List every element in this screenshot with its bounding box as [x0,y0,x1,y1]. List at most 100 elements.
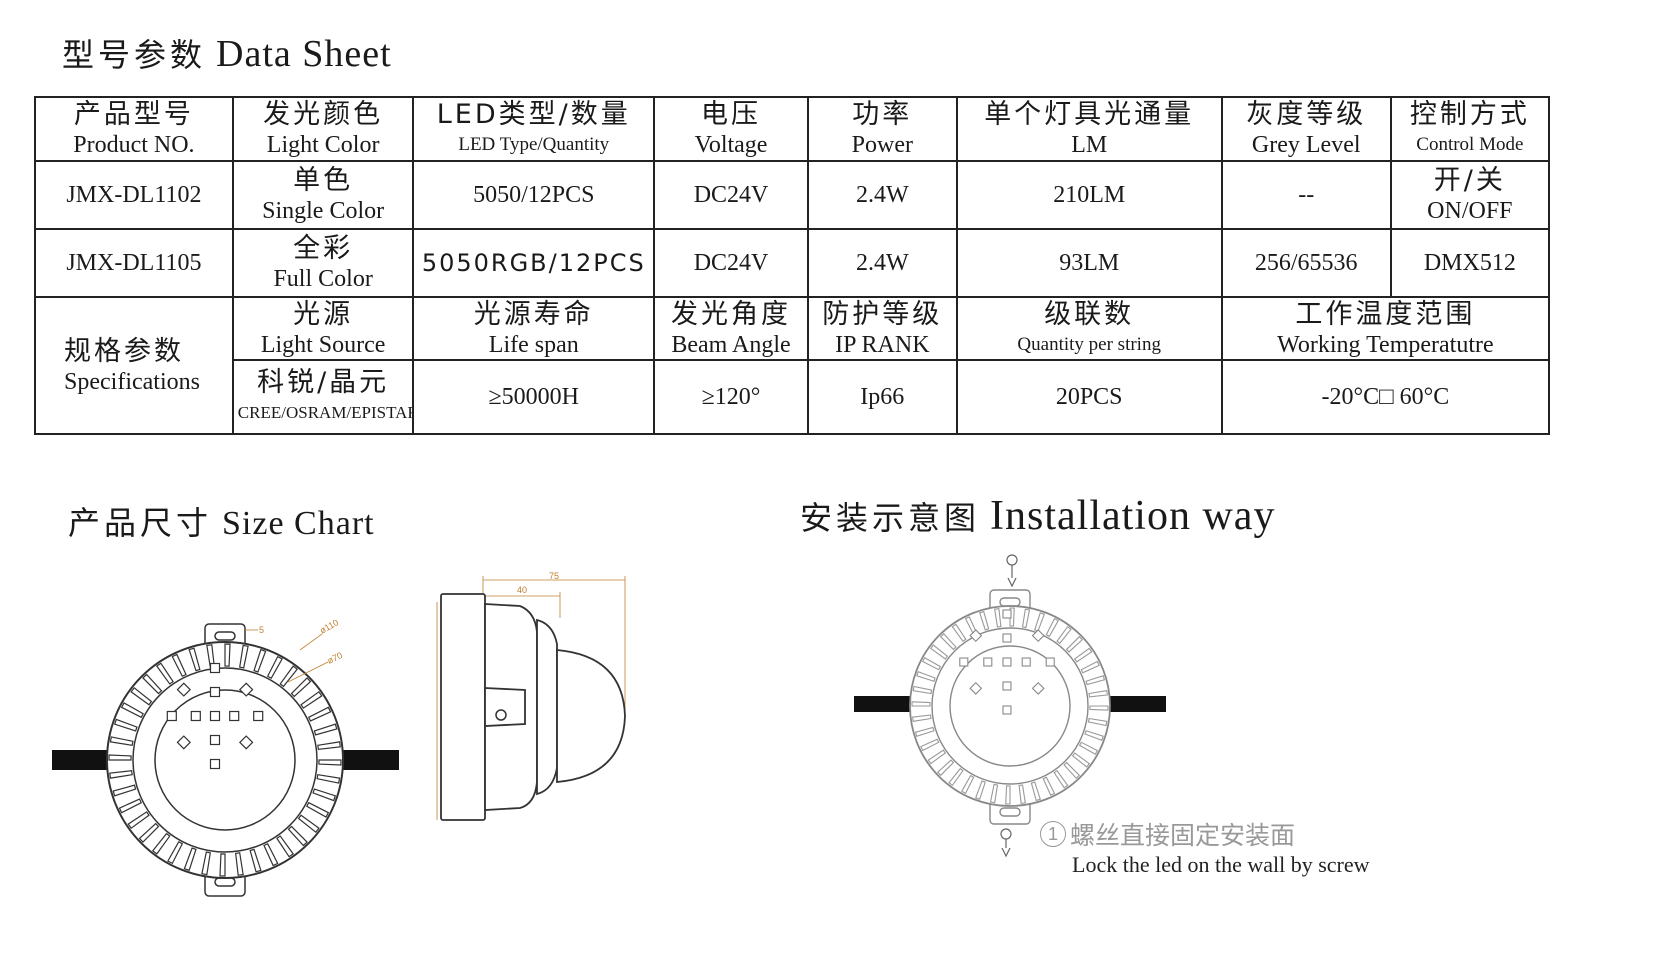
led-chip [969,629,983,643]
fin [142,673,163,695]
spec-beam-angle: ≥120° [653,359,809,435]
installation-step-en: Lock the led on the wall by screw [1072,852,1370,877]
led-chip [238,682,254,697]
fin [130,686,153,706]
led-chip [1002,705,1012,715]
fin [316,774,341,784]
datasheet-title-zh: 型号参数 [62,36,207,74]
cable-right [335,750,399,770]
dim-w40: 40 [517,585,527,595]
row2-model: JMX-DL1105 [34,228,234,298]
fin [1005,785,1011,805]
led-chip [1031,681,1045,695]
fin [1078,741,1099,755]
fin [253,648,267,673]
fin [312,788,337,802]
row1-power: 2.4W [807,160,958,230]
led-chip [1002,681,1012,691]
screw-icon-bottom [1000,828,1012,858]
row2-power: 2.4W [807,228,958,298]
fin [109,770,133,779]
fin [118,798,143,814]
led-chip [209,662,221,674]
installation-title-en: Installation way [990,493,1276,539]
led-chip [176,735,192,750]
fin [1071,752,1091,768]
installation-title-zh: 安装示意图 [800,499,981,537]
fin [113,718,138,732]
fin [167,841,184,865]
led-chip [209,710,221,722]
cable-left [854,696,912,712]
led-chip [166,710,177,722]
led-chips [166,662,264,770]
row1-grey: -- [1220,160,1392,230]
fin [155,662,174,685]
fin [219,853,226,877]
fin [138,822,160,843]
led-chip [209,686,221,698]
fin [920,738,940,752]
spec-ip-rank: Ip66 [807,359,958,435]
fin [961,774,975,795]
step-number-badge: 1 [1040,821,1066,847]
row1-voltage: DC24V [653,160,809,230]
fin [979,610,990,631]
size-chart-title-en: Size Chart [222,505,375,542]
led-chip [1045,657,1055,667]
fin [224,643,231,667]
row2-led: 5050RGB/12PCS [412,228,656,298]
fin [318,759,342,766]
fin [266,655,283,679]
fin [989,783,999,804]
installation-drawing [854,554,1166,858]
fin [235,852,244,876]
fin [1018,784,1026,804]
front-view-drawing: 5 ø110 ø70 [52,620,399,897]
fin [120,702,144,719]
led-chip [229,710,240,722]
fin [1073,647,1093,663]
fin [929,644,949,660]
fin [108,754,132,761]
fin [287,825,308,847]
fin [911,701,931,707]
dim-w75: 75 [549,572,559,581]
fin [171,653,187,678]
row2-control: DMX512 [1389,228,1551,298]
fin [948,767,964,787]
row2-grey: 256/65536 [1220,228,1392,298]
fin [279,665,299,688]
fin [936,759,955,777]
fin [297,814,320,834]
dim-d110: ø110 [318,620,340,636]
size-chart-title-zh: 产品尺寸 [68,504,213,542]
fin [921,657,942,671]
row1-model: JMX-DL1102 [34,160,234,230]
side-screw-hole [495,709,507,721]
led-chip [190,710,201,722]
fin [1030,781,1041,802]
fin [313,723,338,736]
fin [1084,730,1104,741]
fin [276,835,295,858]
side-view-drawing: 75 40 132 [436,572,626,821]
row2-lm: 93LM [955,228,1223,298]
